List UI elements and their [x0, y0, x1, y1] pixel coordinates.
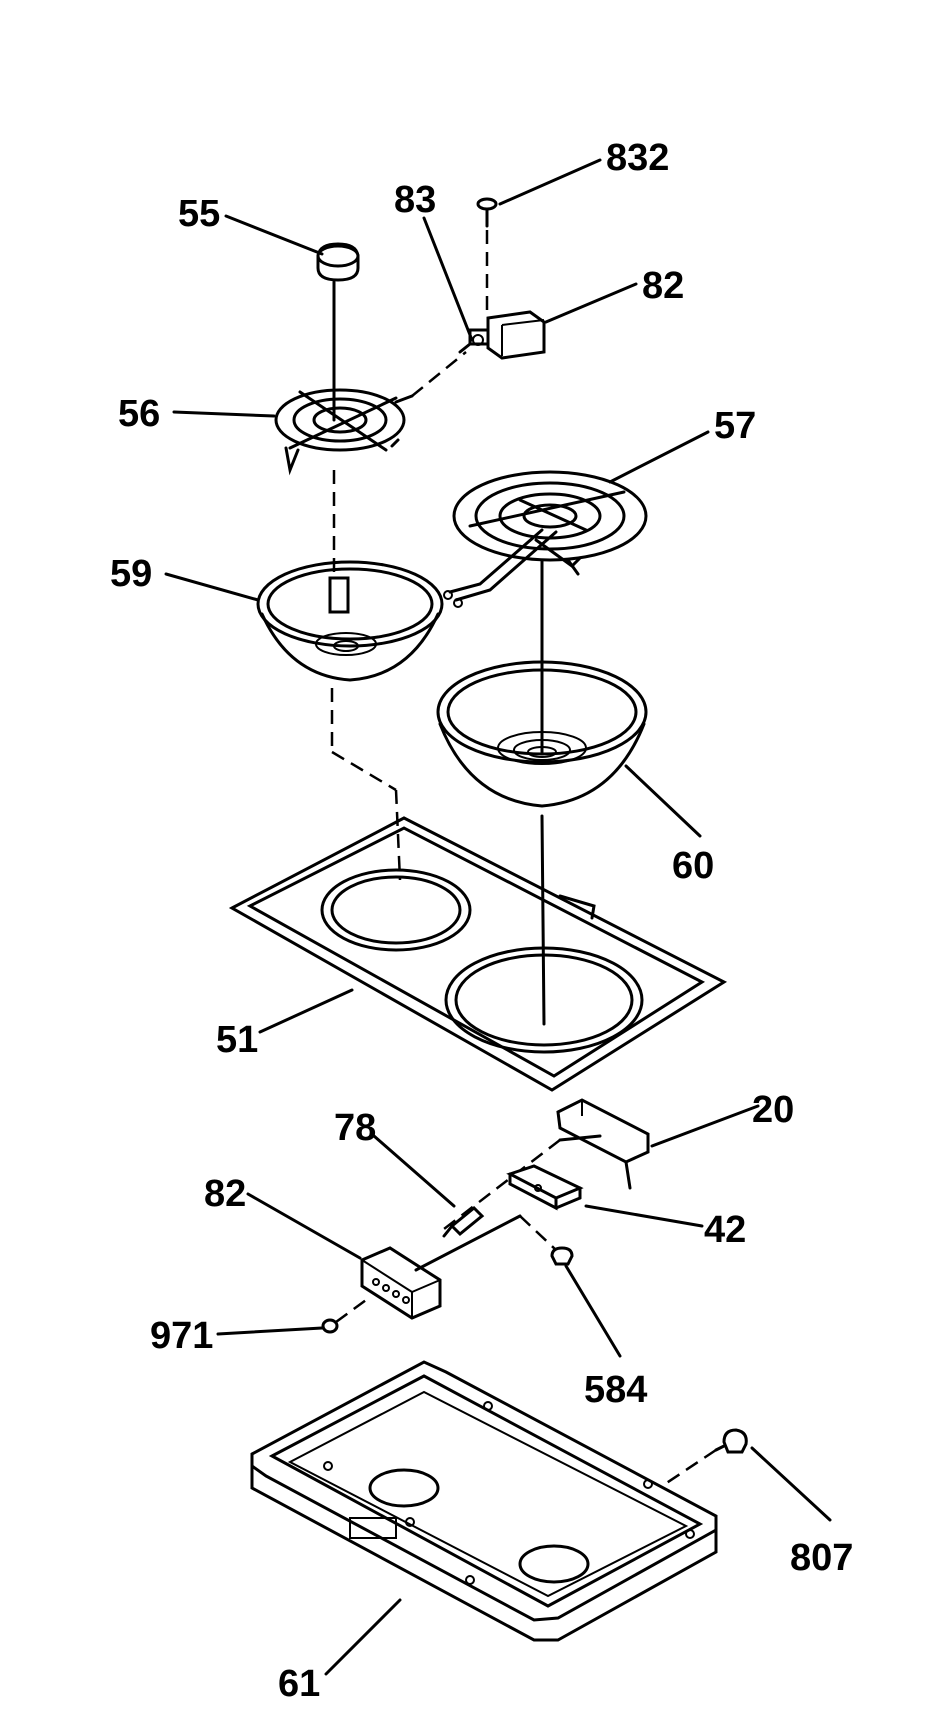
callout-832: 832	[606, 137, 669, 179]
callout-971: 971	[150, 1315, 213, 1357]
cooktop-51	[228, 816, 728, 1092]
terminal-block-top	[458, 310, 546, 360]
callout-57: 57	[714, 405, 756, 447]
callout-78: 78	[334, 1107, 376, 1149]
surface-element-57	[443, 470, 648, 608]
screw-971	[321, 1298, 367, 1334]
callout-807: 807	[790, 1537, 853, 1579]
callout-42: 42	[704, 1209, 746, 1251]
callout-labels: 832 83 55 82 56 57 59 60 51 20 78 82 42 …	[110, 137, 853, 1705]
callout-59: 59	[110, 553, 152, 595]
bracket-20	[439, 1098, 650, 1233]
drip-pan-59	[256, 470, 444, 881]
terminal-block-lower	[360, 1214, 522, 1320]
screw-584	[519, 1215, 574, 1266]
callout-60: 60	[672, 845, 714, 887]
drip-pan-60	[436, 558, 648, 1026]
screw-832	[476, 197, 498, 316]
callout-20: 20	[752, 1089, 794, 1131]
callout-55: 55	[178, 193, 220, 235]
screw-807	[661, 1428, 748, 1488]
leader-lines	[164, 158, 832, 1676]
surface-element-56	[274, 351, 467, 476]
callout-584: 584	[584, 1369, 647, 1411]
screw-78	[442, 1205, 485, 1238]
callout-51: 51	[216, 1019, 258, 1061]
plate-42	[506, 1164, 584, 1211]
burner-box-61	[250, 1360, 718, 1642]
callout-82-top: 82	[642, 265, 684, 307]
callout-83: 83	[394, 179, 436, 221]
callout-61: 61	[278, 1663, 320, 1705]
callout-82-lower: 82	[204, 1173, 246, 1215]
callout-56: 56	[118, 393, 160, 435]
knob-55	[316, 242, 360, 422]
